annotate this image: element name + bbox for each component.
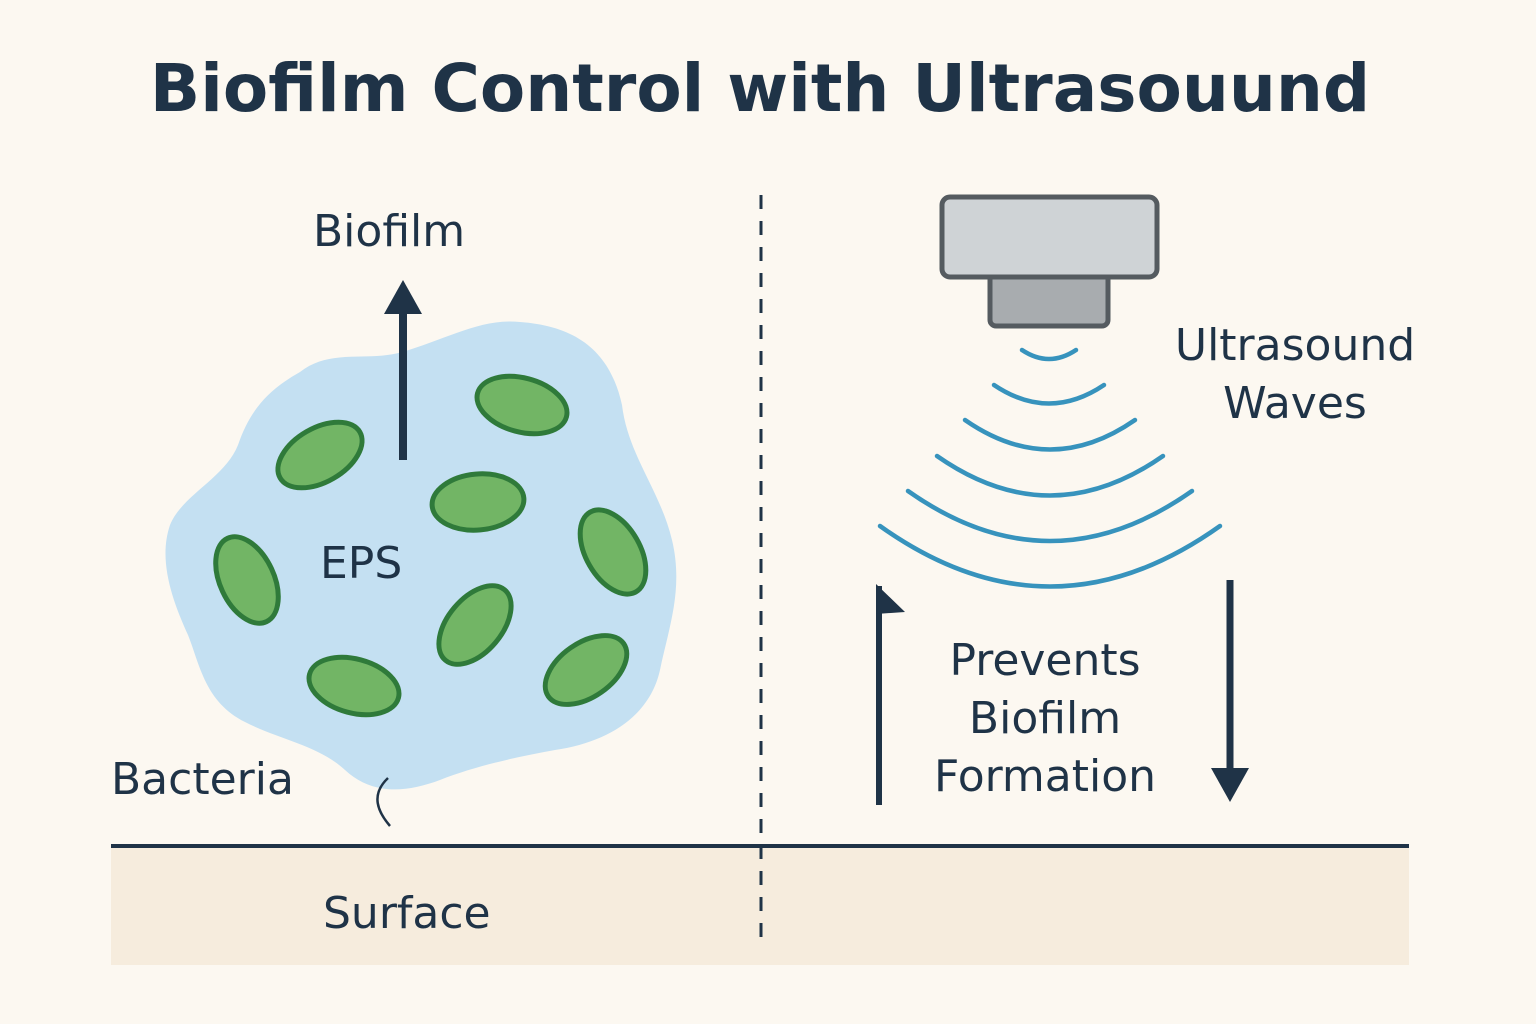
arrow-up-icon bbox=[384, 280, 422, 460]
ultrasound-transducer-icon bbox=[939, 194, 1160, 329]
bacteria-label: Bacteria bbox=[111, 754, 294, 805]
sound-wave bbox=[1019, 347, 1079, 362]
sound-wave bbox=[991, 382, 1107, 406]
ultrasound-waves-line: Waves bbox=[1223, 378, 1367, 429]
prevents-biofilm-line: Formation bbox=[933, 751, 1157, 802]
eps-label: EPS bbox=[320, 538, 403, 589]
bacterium bbox=[429, 471, 527, 533]
bacterium bbox=[275, 419, 365, 491]
sound-wave bbox=[877, 523, 1223, 589]
sound-wave bbox=[962, 417, 1138, 452]
prevents-biofilm-label: Prevents Biofilm Formation bbox=[900, 632, 1190, 806]
arrow-down-icon bbox=[1211, 580, 1249, 802]
prevents-biofilm-line: Prevents bbox=[949, 635, 1141, 686]
bacterium bbox=[474, 373, 570, 437]
diagram-title: Biofilm Control with Ultrasouund bbox=[149, 50, 1371, 127]
biofilm-label: Biofilm bbox=[313, 206, 466, 257]
bacterium bbox=[577, 507, 649, 597]
sound-wave bbox=[934, 453, 1166, 498]
bacteria-group bbox=[213, 373, 649, 718]
sound-wave bbox=[905, 488, 1195, 544]
bacterium bbox=[306, 654, 402, 718]
prevents-biofilm-line: Biofilm bbox=[968, 693, 1122, 744]
bacterium bbox=[542, 633, 630, 707]
bacteria-pointer bbox=[376, 777, 391, 827]
ultrasound-waves-line: Ultrasound bbox=[1174, 320, 1416, 371]
surface-label: Surface bbox=[323, 888, 491, 939]
bacterium bbox=[436, 583, 514, 667]
half-arrow-up-icon bbox=[876, 584, 905, 805]
ultrasound-waves-label: Ultrasound Waves bbox=[1140, 317, 1450, 433]
bacterium bbox=[213, 534, 281, 626]
sound-waves-icon bbox=[877, 347, 1223, 589]
